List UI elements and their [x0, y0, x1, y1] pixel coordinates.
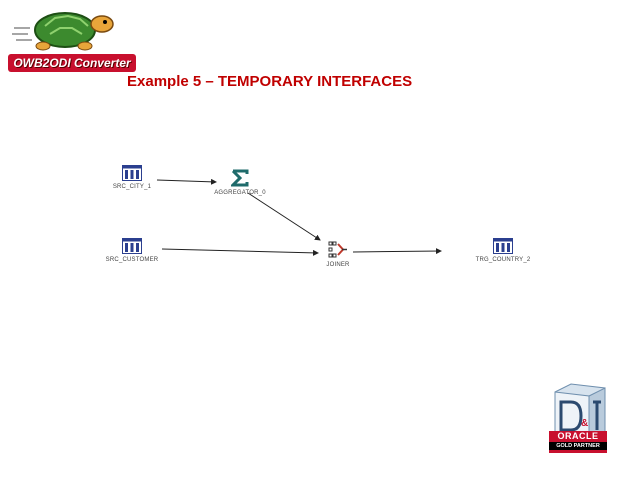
edge-src-customer-to-joiner — [161, 248, 319, 256]
oracle-partner-tier: GOLD PARTNER — [549, 442, 607, 450]
slide-title: Example 5 – TEMPORARY INTERFACES — [127, 73, 413, 90]
joiner-icon — [328, 241, 347, 258]
table-icon — [122, 238, 142, 254]
node-label: TRG_COUNTRY_2 — [475, 257, 531, 263]
node-label: SRC_CUSTOMER — [105, 257, 159, 263]
node-label: AGGREGATOR_0 — [214, 190, 266, 196]
node-aggregator[interactable]: AGGREGATOR_0 — [210, 169, 270, 196]
sigma-icon — [231, 169, 249, 187]
oracle-brand: ORACLE — [557, 431, 599, 441]
node-label: JOINER — [326, 262, 350, 268]
node-src-customer[interactable]: SRC_CUSTOMER — [104, 238, 160, 263]
table-icon — [122, 165, 142, 181]
logo-text: OWB2ODI Converter — [8, 54, 136, 72]
edge-src-city-to-aggregator — [156, 178, 217, 185]
node-joiner[interactable]: JOINER — [320, 241, 356, 268]
table-icon — [493, 238, 513, 254]
edge-aggregator-to-joiner — [247, 192, 321, 241]
node-src-city[interactable]: SRC_CITY_1 — [108, 165, 156, 190]
owb2odi-logo: OWB2ODI Converter — [6, 4, 136, 76]
turtle-icon — [12, 12, 114, 51]
oracle-partner-badge: ORACLE GOLD PARTNER — [549, 431, 607, 453]
node-label: SRC_CITY_1 — [112, 184, 152, 190]
edge-joiner-to-trg-country — [352, 248, 442, 255]
node-trg-country[interactable]: TRG_COUNTRY_2 — [474, 238, 532, 263]
svg-text:&: & — [581, 418, 588, 429]
